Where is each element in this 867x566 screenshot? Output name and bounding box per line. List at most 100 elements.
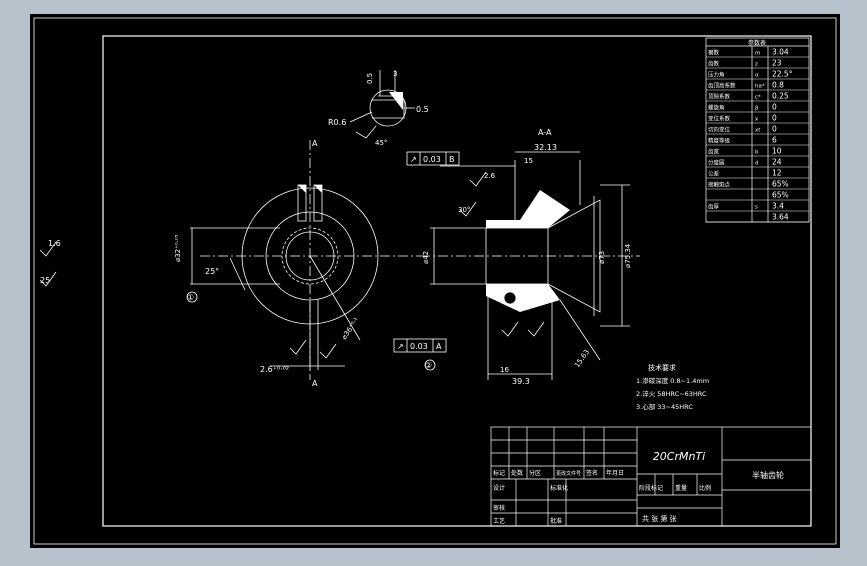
dim-dia73: ⌀73 (598, 251, 606, 264)
section-mark-top: A (312, 139, 318, 148)
keyway-hatch (298, 185, 322, 193)
label-std: 标准化 (550, 484, 568, 492)
tolerance-frame-top (406, 151, 460, 166)
param-symbol: ha* (755, 84, 765, 90)
label-date: 年月日 (606, 469, 624, 477)
section-hatch-bottom (486, 284, 560, 312)
dim-15: 15 (524, 157, 533, 165)
param-name: 公差 (708, 170, 720, 178)
param-symbol: β (755, 106, 759, 112)
section-label: A-A (538, 128, 552, 137)
tol-ref-top: B (449, 155, 455, 164)
dim-16: 16 (500, 366, 509, 374)
param-name: 顶隙系数 (708, 93, 731, 101)
param-name: 分度圆 (708, 159, 725, 167)
param-symbol: xt (755, 128, 761, 134)
param-value: 6 (772, 136, 777, 145)
section-view (420, 151, 640, 380)
label-checker: 审核 (493, 504, 505, 512)
detail-radius: R0.6 (328, 118, 346, 127)
param-symbol: d (755, 161, 759, 167)
param-value: 10 (772, 147, 782, 156)
left-view (186, 140, 420, 380)
left-dim-dia: ⌀32⁺⁰·⁰⁵ (174, 234, 182, 262)
tol-value-top: 0.03 (423, 155, 441, 164)
detail-angle: 45° (375, 139, 387, 147)
param-value: 3.4 (772, 202, 784, 211)
param-name: 齿数 (708, 60, 720, 68)
notes-line-2: 2.淬火 58HRC~63HRC (636, 389, 707, 398)
dim-26: 2.6 (484, 172, 496, 180)
label-sheets: 共 张 第 张 (642, 514, 677, 523)
param-symbol: z (755, 62, 758, 68)
param-value: 0 (772, 114, 777, 123)
param-name: 压力角 (708, 71, 725, 79)
param-name: 接触斑点 (708, 181, 731, 189)
param-value: 24 (772, 158, 782, 167)
dim-dia42: ⌀42 (422, 251, 430, 264)
notes-line-1: 1.渗碳深度 0.8~1.4mm (636, 376, 709, 385)
label-stage: 阶段标记 (639, 484, 663, 492)
param-value: 22.5° (772, 70, 793, 79)
margin-roughness-symbol (39, 241, 57, 287)
inner-border (102, 35, 812, 527)
part-name: 半轴齿轮 (752, 470, 784, 480)
left-ref-balloon: ① (187, 293, 194, 302)
label-process: 工艺 (493, 517, 505, 525)
param-name: 变位系数 (708, 115, 731, 123)
drawing-area (30, 14, 840, 548)
label-zone: 分区 (529, 469, 541, 477)
detail-d3: 0.5 (416, 105, 429, 114)
left-angle: 25° (205, 267, 219, 276)
left-dim-bottom: 2.6⁺⁰·⁰² (260, 365, 289, 374)
right-ref-balloon: ② (425, 361, 432, 370)
label-weight: 重量 (675, 484, 687, 492)
param-name: 齿厚 (708, 204, 720, 211)
param-value: 65% (772, 180, 789, 189)
param-value: 23 (772, 59, 782, 68)
tol-ref-bottom: A (436, 342, 442, 351)
notes-line-3: 3.心部 33~45HRC (636, 402, 693, 411)
param-value: 0 (772, 125, 777, 134)
param-value: 0.8 (772, 81, 784, 90)
tol-symbol-top: ↗ (410, 155, 417, 164)
left-roughness-symbols (289, 339, 337, 359)
param-value: 65% (772, 191, 789, 200)
notes-title: 技术要求 (648, 363, 676, 372)
param-symbol: s (755, 205, 758, 211)
param-symbol: b (755, 150, 759, 156)
section-mark-bottom: A (312, 379, 318, 388)
param-name: 精度等级 (708, 137, 731, 145)
margin-roughness-value: 1.6 (48, 239, 61, 248)
label-scale: 比例 (699, 484, 711, 492)
label-mark: 标记 (493, 469, 505, 477)
tolerance-frame-bottom (393, 338, 447, 353)
param-value: 12 (772, 169, 782, 178)
dim-3213: 32.13 (534, 143, 557, 152)
section-hatch-top (486, 190, 570, 228)
param-value: 0 (772, 103, 777, 112)
param-name: 切向变位 (708, 126, 731, 134)
section-hole (503, 291, 517, 305)
outer-frame (33, 17, 837, 545)
param-name: 螺旋角 (708, 104, 725, 112)
param-value: 3.64 (772, 213, 789, 222)
dim-dia7534: ⌀75.34 (624, 243, 632, 268)
param-symbol: m (755, 51, 760, 57)
param-name: 模数 (708, 49, 720, 57)
param-name: 齿顶高系数 (708, 82, 736, 90)
detail-d2: 3 (393, 70, 397, 78)
params-table-title: 参数表 (748, 39, 766, 47)
title-block-grid (490, 426, 812, 527)
param-value: 3.04 (772, 48, 789, 57)
param-symbol: x (755, 117, 759, 123)
detail-tooth (349, 70, 415, 139)
dim-30deg: 30° (458, 206, 470, 214)
detail-hatch (389, 92, 403, 110)
label-approve: 批准 (550, 517, 562, 525)
material-name: 20CrMnTi (653, 450, 705, 463)
param-symbol: c* (755, 95, 761, 101)
